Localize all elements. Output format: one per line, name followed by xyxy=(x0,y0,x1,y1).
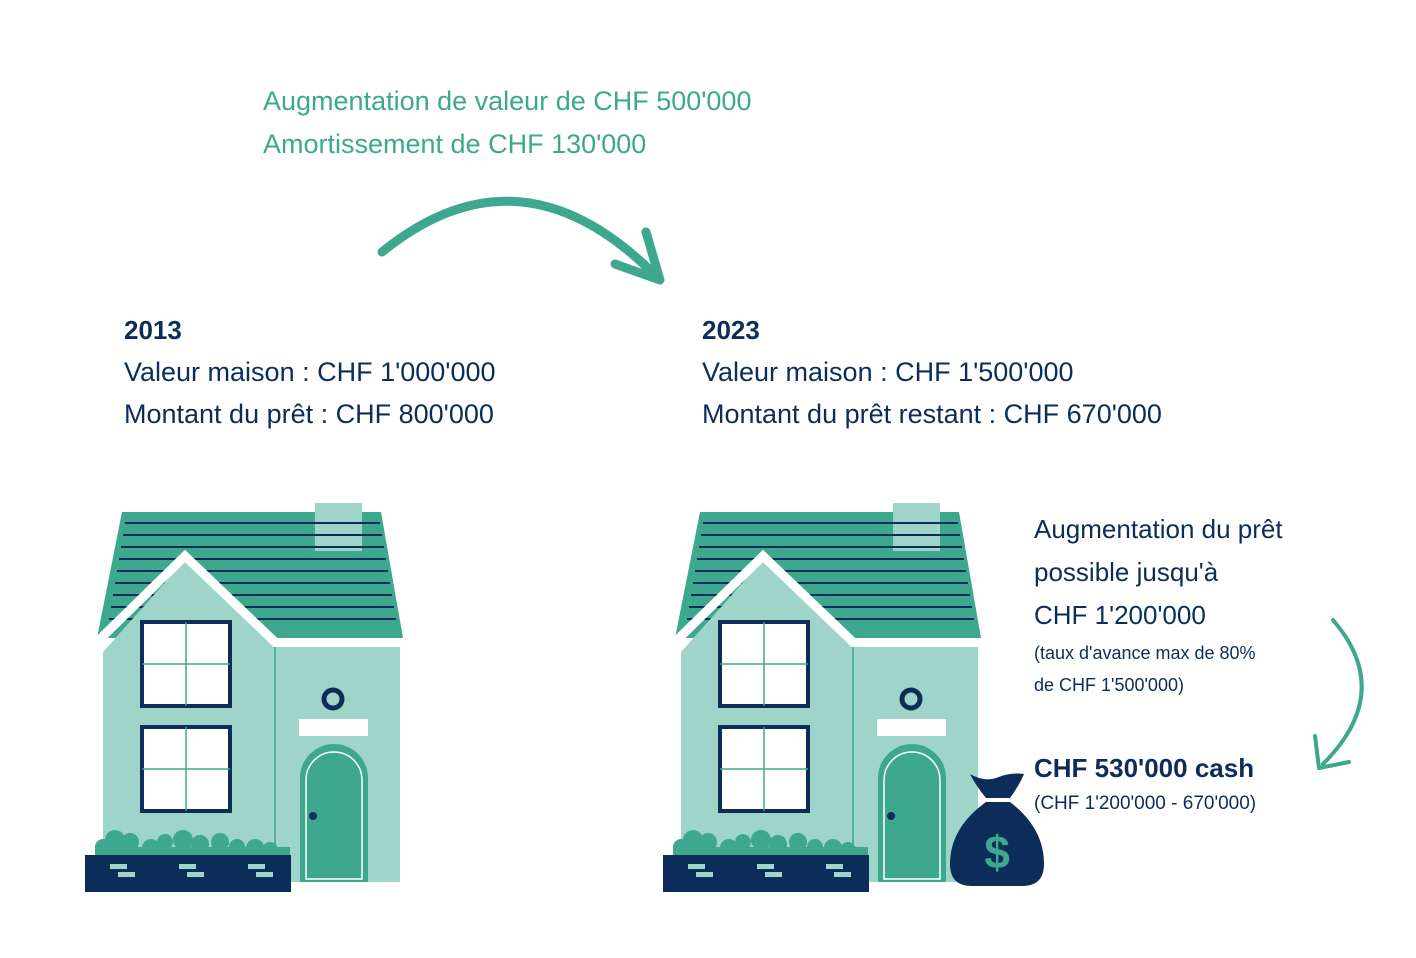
svg-text:$: $ xyxy=(984,826,1010,878)
house-value: Valeur maison : CHF 1'500'000 xyxy=(702,357,1074,387)
house-icon xyxy=(85,502,410,892)
year-label: 2023 xyxy=(702,315,760,345)
loan-ratio-note2: de CHF 1'500'000) xyxy=(1034,675,1184,695)
info-2013: 2013 Valeur maison : CHF 1'000'000 Monta… xyxy=(124,309,496,435)
remaining-loan-amount: Montant du prêt restant : CHF 670'000 xyxy=(702,399,1162,429)
curved-arrow-icon xyxy=(1305,612,1385,777)
loan-increase-line1: Augmentation du prêt xyxy=(1034,514,1283,544)
loan-ratio-note1: (taux d'avance max de 80% xyxy=(1034,643,1256,663)
cash-calculation: (CHF 1'200'000 - 670'000) xyxy=(1034,793,1257,814)
info-2023: 2023 Valeur maison : CHF 1'500'000 Monta… xyxy=(702,309,1162,435)
value-increase-text: Augmentation de valeur de CHF 500'000 xyxy=(263,86,752,116)
loan-amount: Montant du prêt : CHF 800'000 xyxy=(124,399,494,429)
cash-amount: CHF 530'000 cash xyxy=(1034,753,1255,783)
loan-increase-line2: possible jusqu'à xyxy=(1034,557,1219,587)
house-icon xyxy=(663,502,988,892)
loan-increase-block: Augmentation du prêt possible jusqu'à CH… xyxy=(1034,508,1283,701)
amortization-text: Amortissement de CHF 130'000 xyxy=(263,129,647,159)
money-bag-icon: $ xyxy=(948,768,1046,890)
loan-increase-amount: CHF 1'200'000 xyxy=(1034,600,1206,630)
year-label: 2013 xyxy=(124,315,182,345)
house-value: Valeur maison : CHF 1'000'000 xyxy=(124,357,496,387)
curved-arrow-icon xyxy=(370,180,680,290)
cash-block: CHF 530'000 cash (CHF 1'200'000 - 670'00… xyxy=(1034,748,1256,820)
